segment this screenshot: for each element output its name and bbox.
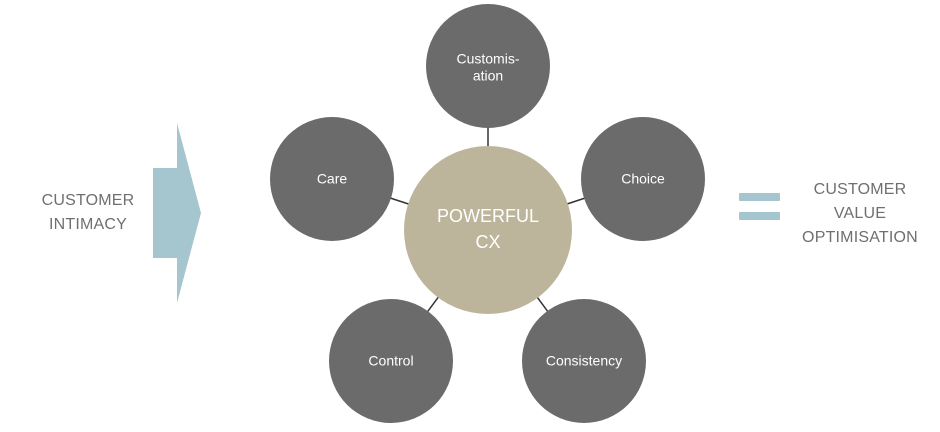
center-circle xyxy=(404,146,572,314)
node-label-line: ation xyxy=(473,68,503,84)
center-node: POWERFUL CX xyxy=(404,146,572,314)
node-label-line: Choice xyxy=(621,171,665,187)
node-circle xyxy=(426,4,550,128)
connector-line xyxy=(388,196,411,206)
outer-nodes: Customis- ation Choice Consistency Contr… xyxy=(270,4,705,423)
connectors xyxy=(388,126,587,314)
arrow-right-icon xyxy=(153,123,201,303)
equals-bar-top xyxy=(739,193,780,201)
node-consistency: Consistency xyxy=(522,299,646,423)
node-choice: Choice xyxy=(581,117,705,241)
node-label-line: Control xyxy=(368,353,413,369)
connector-line xyxy=(565,197,587,206)
node-circle xyxy=(522,299,646,423)
node-control: Control xyxy=(329,299,453,423)
center-label-line: POWERFUL xyxy=(437,206,539,226)
connector-line xyxy=(535,295,550,314)
node-label-line: Consistency xyxy=(546,353,622,369)
equals-icon xyxy=(739,193,780,220)
input-label: CUSTOMER INTIMACY xyxy=(41,192,135,233)
output-label: CUSTOMER VALUE OPTIMISATION xyxy=(802,181,918,246)
node-customisation: Customis- ation xyxy=(426,4,550,128)
equals-bar-bottom xyxy=(739,212,780,220)
node-circle xyxy=(329,299,453,423)
center-label-line: CX xyxy=(475,232,500,252)
node-circle xyxy=(270,117,394,241)
node-circle xyxy=(581,117,705,241)
connector-line xyxy=(426,295,440,314)
node-label-line: Customis- xyxy=(456,51,519,67)
node-care: Care xyxy=(270,117,394,241)
node-label-line: Care xyxy=(317,171,348,187)
